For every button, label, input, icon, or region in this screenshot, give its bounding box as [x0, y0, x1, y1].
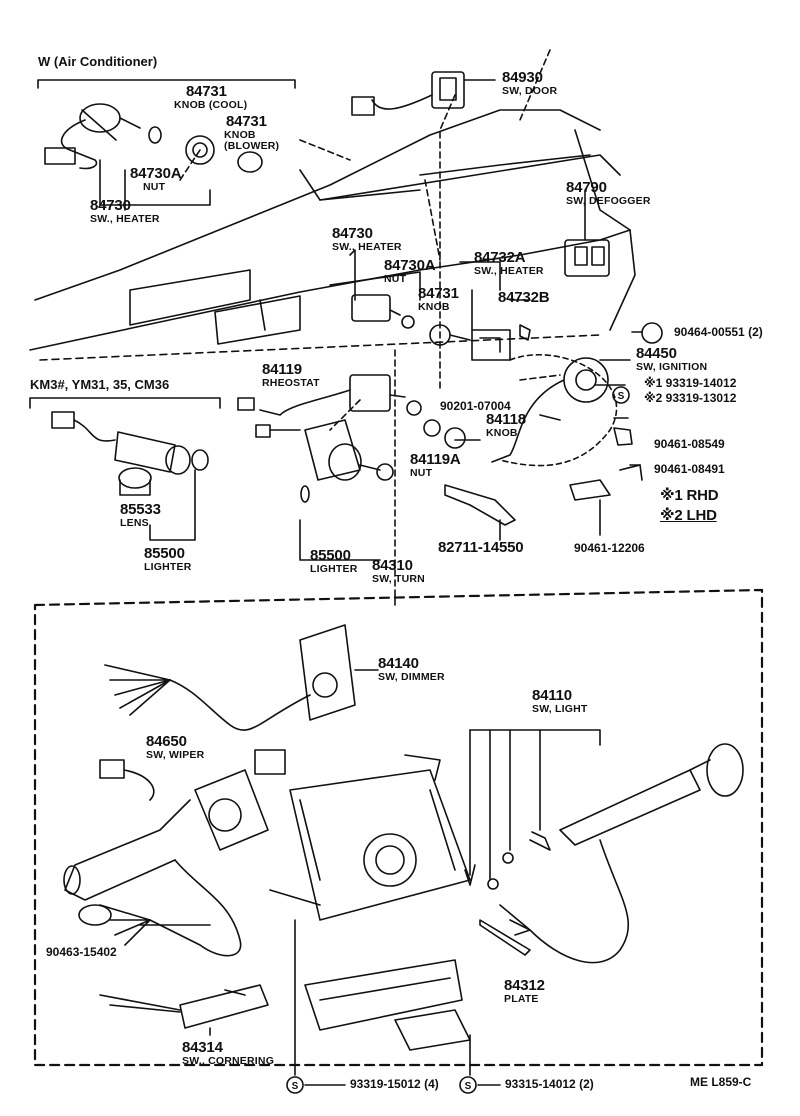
ref-2-number: ※2 93319-13012	[644, 391, 737, 405]
ref-1-number: ※1 93319-14012	[644, 376, 737, 390]
rhd-note: ※1 RHD	[660, 487, 719, 504]
part-84930-desc: SW, DOOR	[502, 85, 558, 97]
part-84930-number: 84930	[502, 69, 543, 86]
figure-code: ME L859-C	[690, 1075, 752, 1089]
part-85500-b-desc: LIGHTER	[310, 563, 358, 575]
part-84731-blower-desc-1: KNOB	[224, 129, 256, 141]
defogger-switch-drawing	[564, 189, 610, 277]
part-90464-number: 90464-00551 (2)	[674, 325, 763, 339]
part-84140-number: 84140	[378, 655, 419, 672]
part-84732A-desc: SW., HEATER	[474, 265, 544, 277]
knob-center-drawing	[429, 324, 471, 346]
part-90461-12206-number: 90461-12206	[574, 541, 645, 555]
part-84731-cool-number: 84731	[186, 83, 227, 100]
part-84731-desc: KNOB	[418, 301, 450, 313]
km3-bracket	[29, 397, 221, 409]
small-parts-drawing	[406, 400, 516, 541]
part-84730A-number: 84730A	[384, 257, 436, 274]
part-93315-14012-number: 93315-14012 (2)	[505, 1077, 594, 1091]
part-84732B-number: 84732B	[498, 289, 550, 306]
part-84119A-number: 84119A	[410, 451, 461, 468]
part-84730A-desc: NUT	[384, 273, 407, 285]
part-85533-number: 85533	[120, 501, 161, 518]
svg-text:S: S	[465, 1081, 472, 1092]
part-84790-desc: SW, DEFOGGER	[566, 195, 651, 207]
part-82711-number: 82711-14550	[438, 539, 524, 556]
lighter-drawing	[299, 419, 394, 561]
part-84314-number: 84314	[182, 1039, 223, 1056]
part-90461-08549-number: 90461-08549	[654, 437, 725, 451]
heater-switch-drawing	[349, 249, 501, 329]
part-84450-number: 84450	[636, 345, 677, 362]
part-84119-desc: RHEOSTAT	[262, 377, 320, 389]
part-84310-number: 84310	[372, 557, 413, 574]
km3-group-title: KM3#, YM31, 35, CM36	[30, 377, 170, 392]
part-84118-desc: KNOB	[486, 427, 518, 439]
part-84119A-desc: NUT	[410, 467, 433, 479]
part-84732A-number: 84732A	[474, 249, 526, 266]
plate-drawing	[479, 919, 531, 956]
part-84790-number: 84790	[566, 179, 607, 196]
cornering-switch-drawing	[99, 984, 269, 1036]
svg-text:S: S	[292, 1081, 299, 1092]
part-84731-cool-desc: KNOB (COOL)	[174, 99, 248, 111]
lighter-km3-drawing	[51, 411, 209, 541]
rheostat-drawing	[237, 374, 406, 438]
part-84730-w-number: 84730	[90, 197, 131, 214]
part-84140-desc: SW, DIMMER	[378, 671, 445, 683]
dashboard-outline	[29, 109, 636, 361]
part-84730-number: 84730	[332, 225, 373, 242]
connector-drawing	[304, 959, 471, 1051]
part-85533-desc: LENS	[120, 517, 149, 529]
part-84314-desc: SW., CORNERING	[182, 1055, 275, 1067]
dimmer-switch-drawing	[104, 624, 379, 731]
misc-leaders	[124, 169, 643, 926]
part-84730-desc: SW., HEATER	[332, 241, 402, 253]
part-90463-number: 90463-15402	[46, 945, 117, 959]
part-85500-a-desc: LIGHTER	[144, 561, 192, 573]
turn-switch-body-drawing	[269, 754, 471, 921]
part-84731-blower-number: 84731	[226, 113, 267, 130]
part-84119-number: 84119	[262, 361, 302, 378]
part-84731-number: 84731	[418, 285, 459, 302]
part-84312-number: 84312	[504, 977, 545, 994]
part-85500-a-number: 85500	[144, 545, 185, 562]
part-84730A-w-desc: NUT	[143, 181, 166, 193]
bottom-leaders	[286, 386, 630, 1094]
part-85500-b-number: 85500	[310, 547, 351, 564]
light-switch-drawing	[464, 729, 744, 964]
air-conditioner-bracket	[37, 79, 296, 89]
air-conditioner-group-title: W (Air Conditioner)	[38, 54, 158, 69]
wiper-switch-drawing	[63, 749, 286, 957]
part-84110-desc: SW, LIGHT	[532, 703, 588, 715]
part-84310-desc: SW, TURN	[372, 573, 425, 585]
part-84312-desc: PLATE	[504, 993, 539, 1005]
part-90201-number: 90201-07004	[440, 399, 511, 413]
lhd-note: ※2 LHD	[660, 507, 717, 524]
part-84731-blower-desc-2: (BLOWER)	[224, 140, 280, 152]
upper-leaders	[179, 49, 561, 591]
part-90461-08491-number: 90461-08491	[654, 462, 725, 476]
door-switch-drawing	[351, 71, 496, 116]
heater-switch-w-drawing	[44, 103, 211, 206]
knob-w-drawing	[148, 126, 263, 173]
part-84730A-w-number: 84730A	[130, 165, 182, 182]
turn-switch-assembly-box	[33, 588, 764, 1067]
ignition-switch-drawing	[491, 322, 663, 536]
part-84118-number: 84118	[486, 411, 526, 428]
part-84650-number: 84650	[146, 733, 187, 750]
part-84730-w-desc: SW., HEATER	[90, 213, 160, 225]
svg-text:S: S	[618, 391, 625, 402]
part-84650-desc: SW, WIPER	[146, 749, 205, 761]
part-93319-15012-number: 93319-15012 (4)	[350, 1077, 439, 1091]
part-84450-desc: SW, IGNITION	[636, 361, 708, 373]
part-84110-number: 84110	[532, 687, 572, 704]
